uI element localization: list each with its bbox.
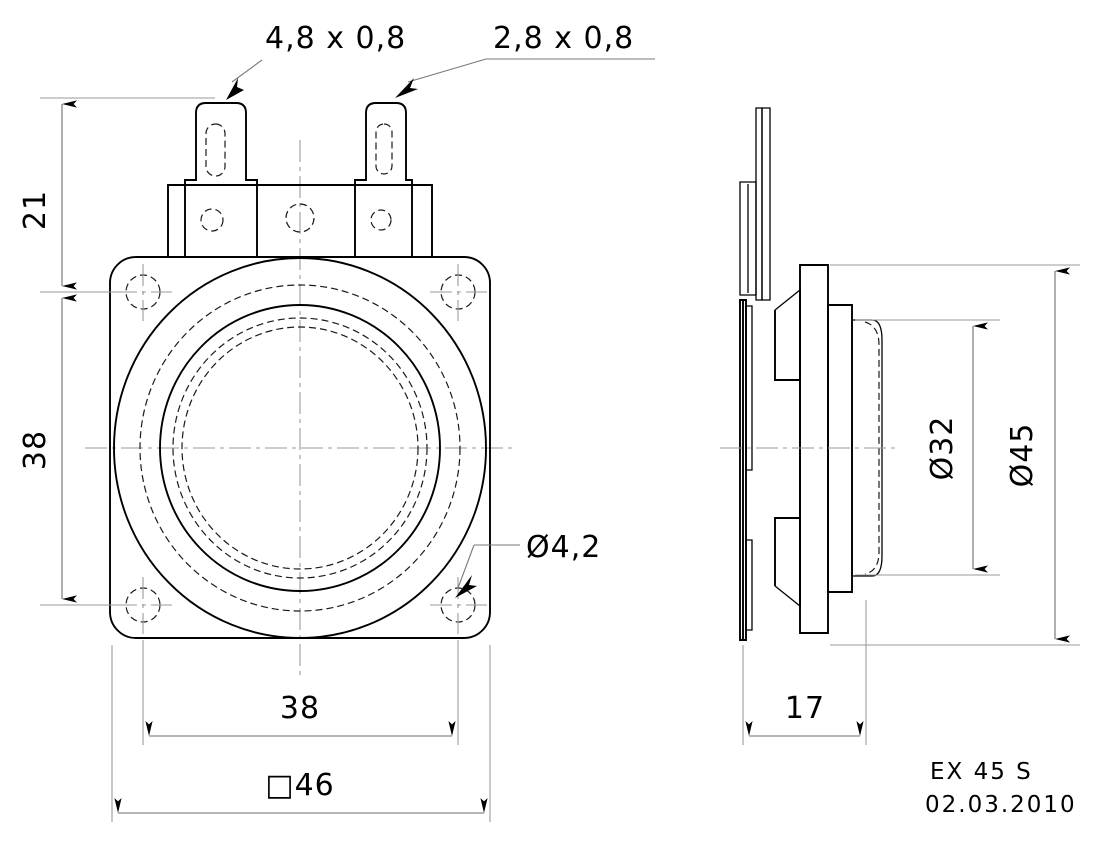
surround-outer: [139, 284, 461, 612]
dimension-38-vertical: 38: [18, 294, 77, 603]
frame-rim-outer: [113, 257, 487, 639]
terminal-tab-left-slot: [205, 123, 226, 177]
dimension-depth-17: 17: [745, 691, 864, 737]
side-magnet-body: [851, 319, 883, 577]
dimension-21: 21: [18, 100, 77, 290]
dimension-21-label: 21: [18, 190, 53, 230]
dimension-depth-17-label: 17: [785, 691, 825, 726]
dimension-dia32: Ø32: [925, 322, 988, 573]
side-cone-lower-step: [774, 517, 800, 586]
title-block: EX 45 S 02.03.2010: [925, 759, 1077, 818]
dimension-square-46: □46: [114, 768, 488, 814]
side-basket-rear-rib-upper: [745, 305, 753, 471]
dimension-38-vertical-label: 38: [18, 430, 53, 470]
side-view: [720, 107, 900, 641]
dimension-dia45: Ø45: [1005, 267, 1070, 643]
terminal-tab-right-hole: [370, 209, 392, 231]
surround-edge: [159, 304, 441, 592]
side-cone-upper-step: [774, 310, 800, 381]
dimension-dia45-label: Ø45: [1005, 423, 1040, 488]
cone-inner: [181, 326, 419, 570]
front-view: [85, 102, 515, 680]
terminal-tab-left: [184, 102, 258, 258]
terminal-tab-left-hole: [200, 208, 224, 232]
callout-mounting-hole-label: Ø4,2: [526, 530, 601, 565]
dimension-dia32-label: Ø32: [925, 416, 960, 481]
side-view-dimensions: Ø32 Ø45 17: [742, 264, 1080, 745]
dimension-square-46-label: □46: [265, 768, 335, 803]
callout-terminal-large: 4,8 x 0,8: [226, 21, 406, 100]
terminal-tab-right-slot: [375, 123, 393, 175]
callout-terminal-large-arrowhead: [226, 78, 244, 100]
front-view-dimensions: 21 38 38 □46 4,8 x 0,8: [18, 21, 655, 822]
side-basket-rear-rib-lower: [745, 539, 753, 631]
callout-mounting-hole: Ø4,2: [455, 530, 601, 598]
bracket-center-hole: [285, 203, 315, 233]
cone-outer: [172, 317, 428, 579]
side-flange: [799, 264, 829, 634]
callout-terminal-small: 2,8 x 0,8: [395, 21, 655, 98]
side-basket-rear-plate: [739, 299, 747, 641]
terminal-tab-right: [354, 102, 413, 258]
callout-terminal-small-arrowhead: [395, 78, 418, 98]
callout-mounting-hole-arrowhead: [455, 575, 477, 598]
side-terminal-base: [739, 181, 757, 296]
callout-terminal-large-label: 4,8 x 0,8: [265, 21, 406, 56]
side-magnet-front-plate: [827, 304, 853, 593]
title-block-model: EX 45 S: [930, 759, 1033, 785]
dimension-38-horizontal: 38: [145, 691, 456, 737]
callout-terminal-small-label: 2,8 x 0,8: [493, 21, 634, 56]
title-block-date: 02.03.2010: [925, 792, 1077, 818]
dimension-38-horizontal-label: 38: [280, 691, 320, 726]
